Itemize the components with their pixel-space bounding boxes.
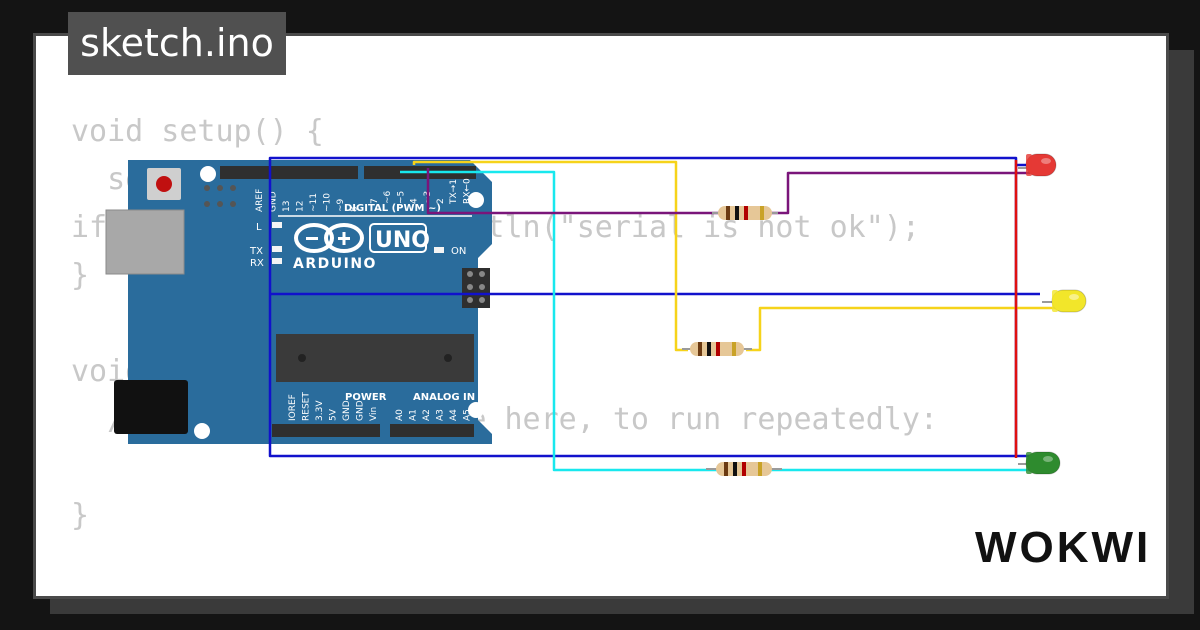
pin-label: 5V xyxy=(329,408,339,421)
arduino-logo xyxy=(294,223,364,253)
pin-label: A3 xyxy=(436,409,446,421)
code-line: } xyxy=(71,258,90,293)
red-led[interactable] xyxy=(1018,153,1057,177)
pin-label: RESET xyxy=(302,392,312,421)
header-power xyxy=(272,424,380,437)
mount-hole xyxy=(468,402,484,418)
atmega-chip xyxy=(276,334,474,382)
mount-hole xyxy=(200,166,216,182)
led-tx-label: TX xyxy=(249,246,263,257)
analog-pins-label: ANALOG IN xyxy=(413,392,475,403)
pin-label: 7 xyxy=(370,198,380,204)
pin-label: RX←0 xyxy=(462,178,472,204)
header-digital-high xyxy=(220,166,358,179)
pin-label: GND xyxy=(269,191,279,212)
wire-yellow-to-resistor[interactable] xyxy=(412,160,688,352)
green-led[interactable] xyxy=(1018,451,1061,475)
pin-label: 2 xyxy=(436,198,446,204)
wire-purple-to-led[interactable] xyxy=(770,171,1030,215)
yellow-led[interactable] xyxy=(1042,289,1087,313)
usb-port xyxy=(105,209,185,275)
pin-label: IOREF xyxy=(288,394,298,421)
sketch-filename-tab[interactable]: sketch.ino xyxy=(68,12,286,75)
pin-label: ~11 xyxy=(309,193,319,212)
board-brand: ARDUINO xyxy=(293,256,377,272)
pin-label: A0 xyxy=(395,409,405,421)
resistor-2[interactable] xyxy=(682,342,752,356)
wires xyxy=(268,156,1060,472)
header-analog xyxy=(390,424,474,437)
wokwi-logo: WOKWI xyxy=(975,523,1152,572)
led-l-label: L xyxy=(256,222,262,233)
mount-hole xyxy=(194,423,210,439)
pin-label: AREF xyxy=(255,189,265,212)
reset-button-cap[interactable] xyxy=(156,176,172,192)
led-rx-label: RX xyxy=(250,258,264,269)
pin-label: GND xyxy=(356,400,366,421)
status-leds xyxy=(272,222,444,264)
code-line: void setup() { xyxy=(71,114,324,149)
pin-label: GND xyxy=(342,400,352,421)
led-on-label: ON xyxy=(451,246,466,257)
pin-label: A2 xyxy=(422,409,432,421)
resistor-1[interactable] xyxy=(712,206,778,220)
pin-label: A5 xyxy=(463,409,473,421)
pin-label: A4 xyxy=(449,409,459,421)
wire-cyan[interactable] xyxy=(400,170,1034,472)
icsp-header xyxy=(204,185,236,207)
pin-label: ~10 xyxy=(323,193,333,212)
pin-label: 12 xyxy=(296,201,306,212)
board-model: UNO xyxy=(375,228,430,253)
pin-label: TX→1 xyxy=(449,179,459,205)
mount-hole xyxy=(468,192,484,208)
resistor-3[interactable] xyxy=(706,462,782,476)
pin-label: ~5 xyxy=(396,191,406,204)
code-line: } xyxy=(71,498,90,533)
icsp-header-2 xyxy=(462,268,490,308)
pin-label: 3.3V xyxy=(315,400,325,421)
pin-label: 8 xyxy=(350,206,360,212)
wire-purple-to-resistor[interactable] xyxy=(426,168,720,215)
wire-yellow-to-led[interactable] xyxy=(746,306,1060,352)
digital-pins-label: DIGITAL (PWM ~) xyxy=(344,203,441,214)
pin-label: ~9 xyxy=(336,198,346,212)
power-pins-label: POWER xyxy=(345,392,387,403)
arduino-uno-board[interactable]: DIGITAL (PWM ~) L TX RX ON UNO ARDUINO P… xyxy=(105,160,492,444)
uno-badge xyxy=(369,223,427,253)
power-jack xyxy=(114,380,188,434)
pin-label: ~6 xyxy=(383,190,393,204)
pin-label: Vin xyxy=(369,407,379,421)
pin-label: 13 xyxy=(282,201,292,212)
pin-label: A1 xyxy=(409,409,419,421)
pin-label: 4 xyxy=(410,198,420,204)
